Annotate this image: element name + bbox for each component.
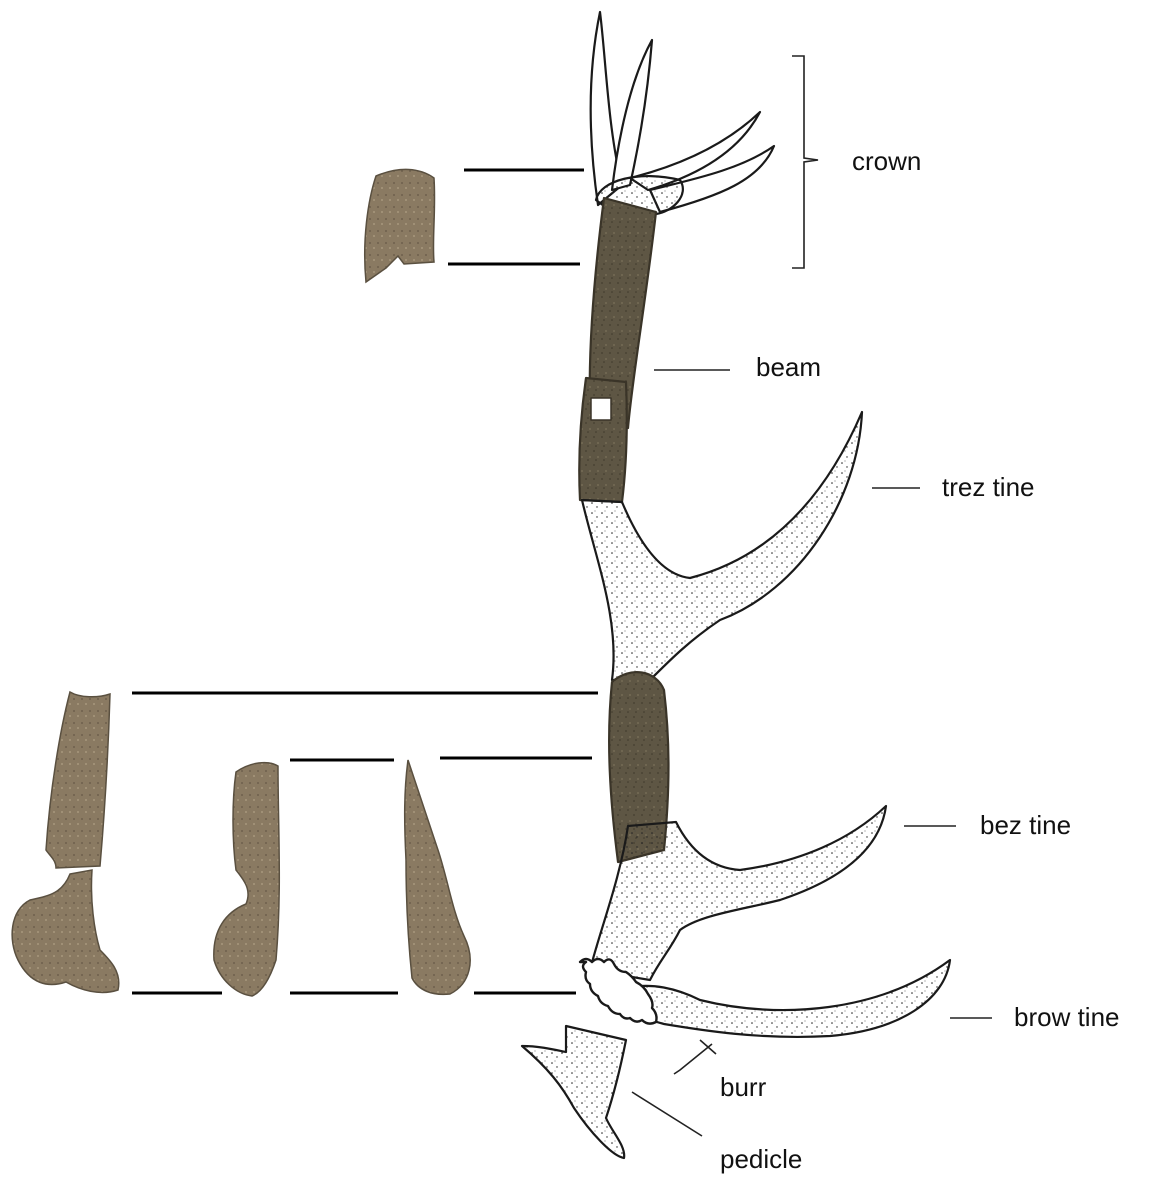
pedicle-leader — [632, 1092, 702, 1136]
burr-bracket — [674, 1040, 716, 1074]
pedicle-shape — [522, 1026, 626, 1158]
antler-illustration — [522, 12, 950, 1158]
fragment-middle — [214, 763, 279, 996]
label-brow-tine: brow tine — [1014, 1002, 1120, 1032]
crown-tine-2 — [612, 40, 652, 190]
label-burr: burr — [720, 1072, 767, 1102]
bez-tine — [590, 806, 886, 980]
sample-cut-mark — [591, 398, 611, 420]
fragment-photos — [12, 169, 470, 996]
label-trez-tine: trez tine — [942, 472, 1035, 502]
fragment-beam-long — [46, 692, 110, 868]
fragment-right — [405, 760, 470, 994]
label-beam: beam — [756, 352, 821, 382]
fragment-crown-piece — [365, 169, 435, 282]
beam-middle-fragment — [579, 378, 627, 502]
label-bez-tine: bez tine — [980, 810, 1071, 840]
fragment-burr-base — [12, 870, 119, 992]
crown-bracket — [792, 56, 818, 268]
label-crown: crown — [852, 146, 921, 176]
brow-tine — [620, 960, 950, 1037]
label-pedicle: pedicle — [720, 1144, 802, 1174]
guide-lines — [132, 170, 598, 993]
